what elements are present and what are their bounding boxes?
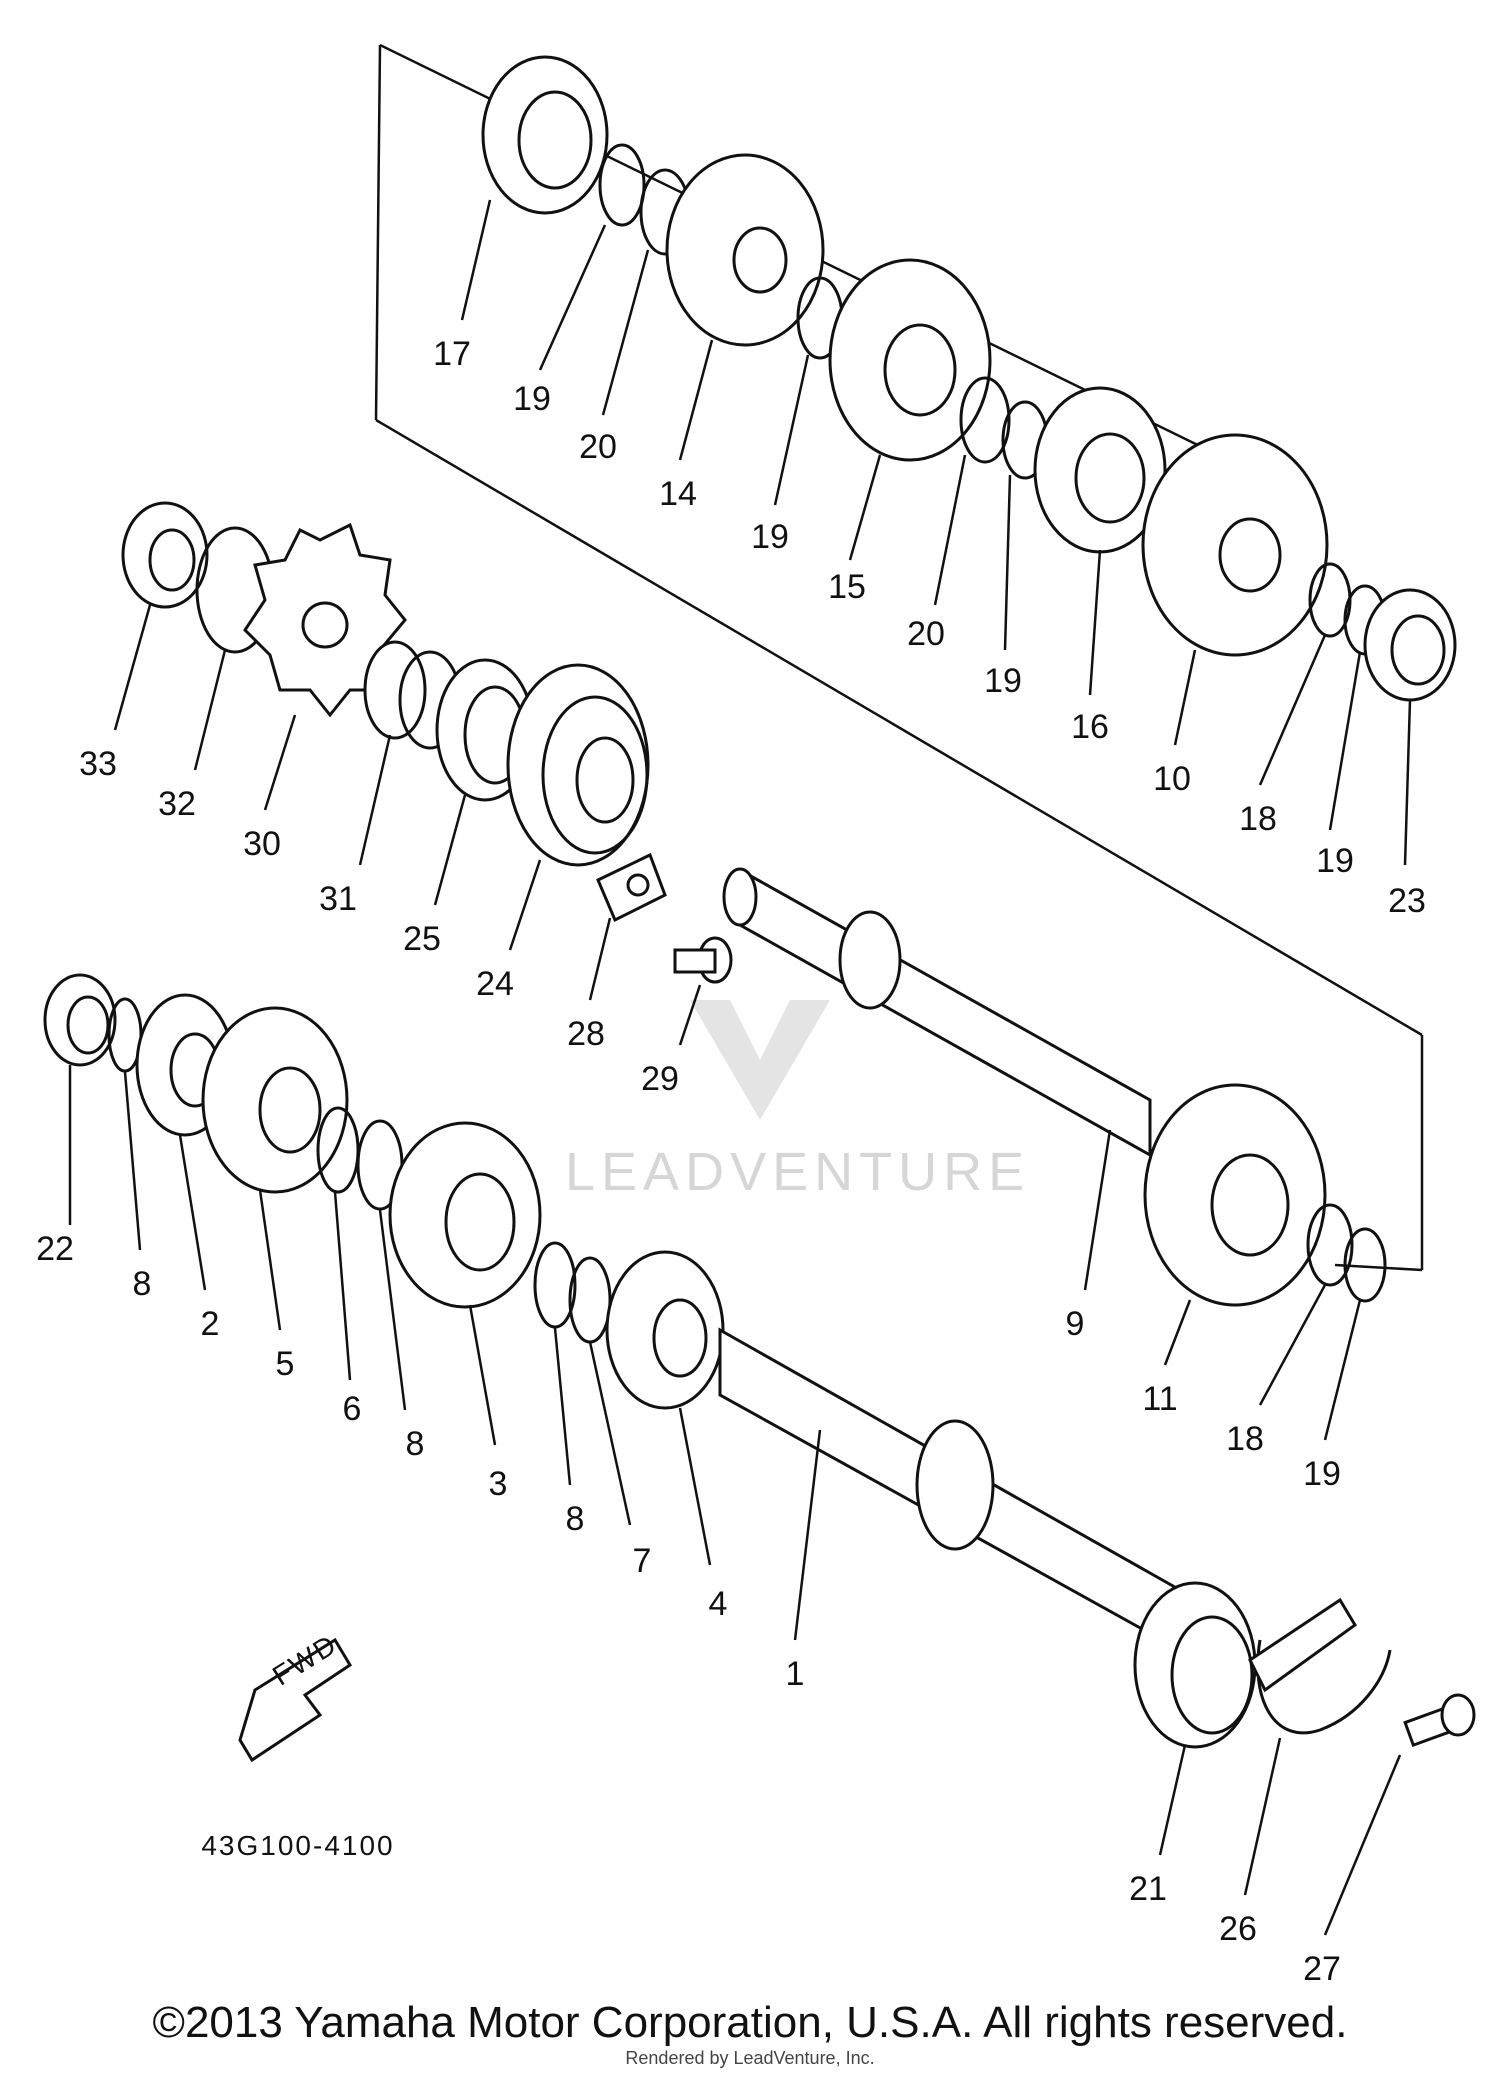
callout-19-a: 19 [513,380,551,418]
callout-13: 15 [828,568,866,606]
callout-8-b: 8 [406,1425,425,1463]
callout-7: 7 [633,1542,652,1580]
callout-15: 17 [433,335,471,373]
callout-31: 31 [319,880,357,918]
callout-labels: 17 19 20 14 19 15 20 19 16 10 18 19 23 3… [36,335,1426,1988]
gear-3 [388,1121,542,1309]
middle-parts [121,501,1152,1158]
callout-10: 10 [1153,760,1191,798]
rendered-by-credit: Rendered by LeadVenture, Inc. [625,2048,875,2068]
callout-30: 30 [243,825,281,863]
main-shaft-1 [718,1327,1182,1653]
bearing-21 [1133,1581,1257,1749]
bearing-24 [506,663,650,867]
gear-13 [828,258,992,462]
upper-gear-train [481,55,1457,702]
callout-16: 18 [1239,800,1277,838]
sprocket-30 [243,522,407,718]
callout-29: 29 [641,1060,679,1098]
gear-12 [665,153,825,347]
circlip-19-d [1343,1227,1387,1303]
part-code: 43G100-4100 [201,1830,394,1861]
bolt-27 [1403,1693,1476,1748]
leader-lines [68,199,1412,1936]
watermark-text: LEADVENTURE [565,1142,1030,1202]
bearing-retainer-26 [1248,1597,1392,1735]
callout-12: 14 [659,475,697,513]
callout-11: 11 [1142,1380,1177,1418]
nut-33 [121,501,209,609]
gear-11 [1143,1083,1327,1307]
bearing-22 [43,973,117,1067]
bearing-23 [1363,588,1457,702]
callout-8-a: 8 [133,1265,152,1303]
callout-9: 9 [1066,1305,1085,1343]
lower-gear-train [43,973,1476,1749]
washer-18 [1306,1203,1354,1287]
gear-15 [481,55,609,215]
callout-28: 28 [567,1015,605,1053]
circlip-8-c [533,1241,577,1329]
callout-20-a: 20 [579,428,617,466]
washer-7 [568,1256,612,1344]
screw-29 [673,936,733,984]
circlip-19-a [598,143,646,227]
callout-32: 32 [158,785,196,823]
copyright-notice: ©2013 Yamaha Motor Corporation, U.S.A. A… [152,1998,1348,2047]
callout-14: 16 [1071,708,1109,746]
callout-18: 18 [1226,1420,1264,1458]
callout-5: 5 [276,1345,295,1383]
fwd-arrow-icon: FWD [238,1628,353,1763]
callout-33: 33 [79,745,117,783]
callout-2: 2 [201,1305,220,1343]
callout-4: 4 [709,1585,728,1623]
callout-22: 22 [36,1230,74,1268]
callout-21: 21 [1129,1870,1167,1908]
callout-17: 19 [1316,842,1354,880]
gear-5 [201,1006,349,1194]
assembly-frame [374,43,1424,1272]
washer-20-b [959,376,1011,464]
watermark: LEADVENTURE [565,1000,1030,1202]
callout-27: 27 [1303,1950,1341,1988]
gear-4 [605,1250,725,1410]
callout-25: 25 [403,920,441,958]
callout-6: 6 [343,1390,362,1428]
callout-20-b: 20 [907,615,945,653]
callout-26: 26 [1219,1910,1257,1948]
callout-19-c: 19 [984,662,1022,700]
callout-24: 24 [476,965,514,1003]
main-axle-9 [722,867,1152,1158]
callout-23: 23 [1388,882,1426,920]
callout-19-b: 19 [751,518,789,556]
callout-8-c: 8 [566,1500,585,1538]
callout-3: 3 [489,1465,508,1503]
bearing-stopper-28 [596,852,667,923]
callout-19-d: 19 [1303,1455,1341,1493]
gear-10 [1141,433,1329,657]
callout-1: 1 [786,1655,805,1693]
